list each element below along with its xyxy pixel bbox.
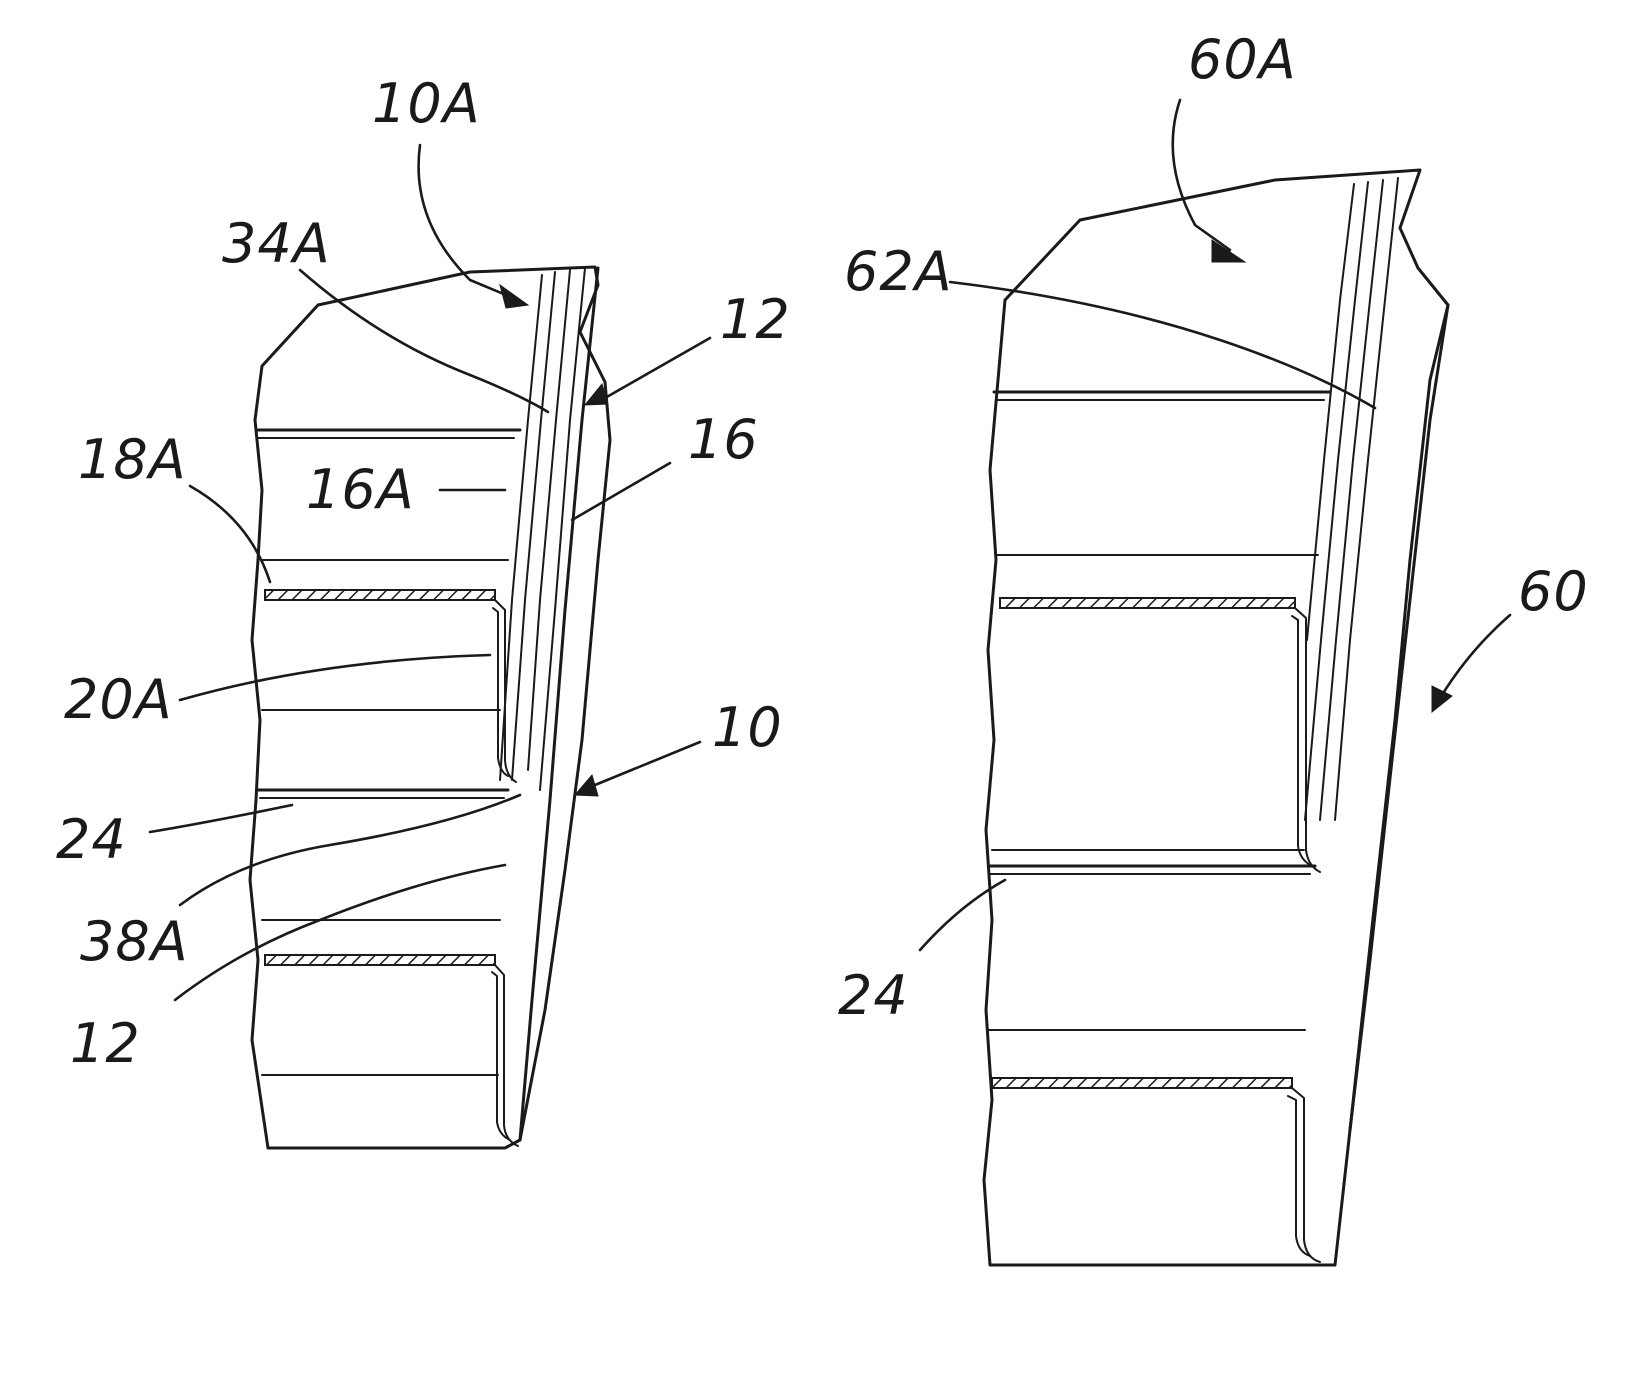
leader-16 [572, 463, 670, 520]
leader-12-top [605, 338, 710, 398]
hatched-fin [265, 955, 495, 965]
right-outline [984, 170, 1448, 1265]
right-plate-inner1 [1335, 178, 1398, 820]
hatched-fin [992, 1078, 1292, 1088]
right-fins [988, 392, 1330, 1262]
ref-label-24-left: 24 [56, 808, 127, 871]
leader-12-bottom [175, 865, 505, 1000]
fin-return-inner [492, 972, 510, 1140]
leader-38A [180, 795, 520, 905]
ref-label-34A: 34A [222, 212, 331, 275]
ref-label-62A: 62A [844, 240, 953, 303]
right-plate-inner4 [1307, 184, 1354, 640]
arrowhead-60A [1212, 240, 1245, 262]
left-fins [258, 430, 520, 1146]
leader-10 [595, 742, 700, 785]
ref-label-12-bottom: 12 [70, 1012, 141, 1075]
right-plate-inner2 [1320, 180, 1383, 820]
hatched-fin [265, 590, 495, 600]
fin-return-inner [1288, 1096, 1310, 1256]
ref-label-20A: 20A [64, 668, 173, 731]
ref-label-60: 60 [1518, 560, 1589, 623]
leader-62A [950, 282, 1375, 408]
fin-return [495, 965, 518, 1146]
hatched-fin [1000, 598, 1295, 608]
ref-label-16: 16 [688, 408, 759, 471]
leader-60A [1173, 100, 1230, 250]
ref-label-18A: 18A [78, 428, 187, 491]
ref-label-10A: 10A [372, 72, 481, 135]
ref-label-10: 10 [712, 696, 783, 759]
ref-label-12-top: 12 [720, 288, 791, 351]
leader-34A [300, 270, 548, 412]
leader-10A [419, 145, 518, 300]
leader-60 [1442, 615, 1510, 695]
right-assembly [984, 170, 1448, 1265]
leader-24-left [150, 805, 292, 832]
arrowhead-60 [1432, 686, 1452, 712]
leader-20A [180, 655, 490, 700]
fin-return-inner [1292, 616, 1312, 866]
ref-label-60A: 60A [1188, 28, 1297, 91]
left-plate-inner4 [500, 275, 542, 780]
arrowhead-10A [500, 285, 528, 308]
left-assembly [250, 267, 610, 1148]
ref-label-38A: 38A [80, 910, 189, 973]
right-plate-inner3 [1305, 182, 1368, 820]
right-plate-outer [1350, 305, 1448, 1130]
ref-label-16A: 16A [306, 458, 415, 521]
ref-label-24-right: 24 [838, 964, 909, 1027]
